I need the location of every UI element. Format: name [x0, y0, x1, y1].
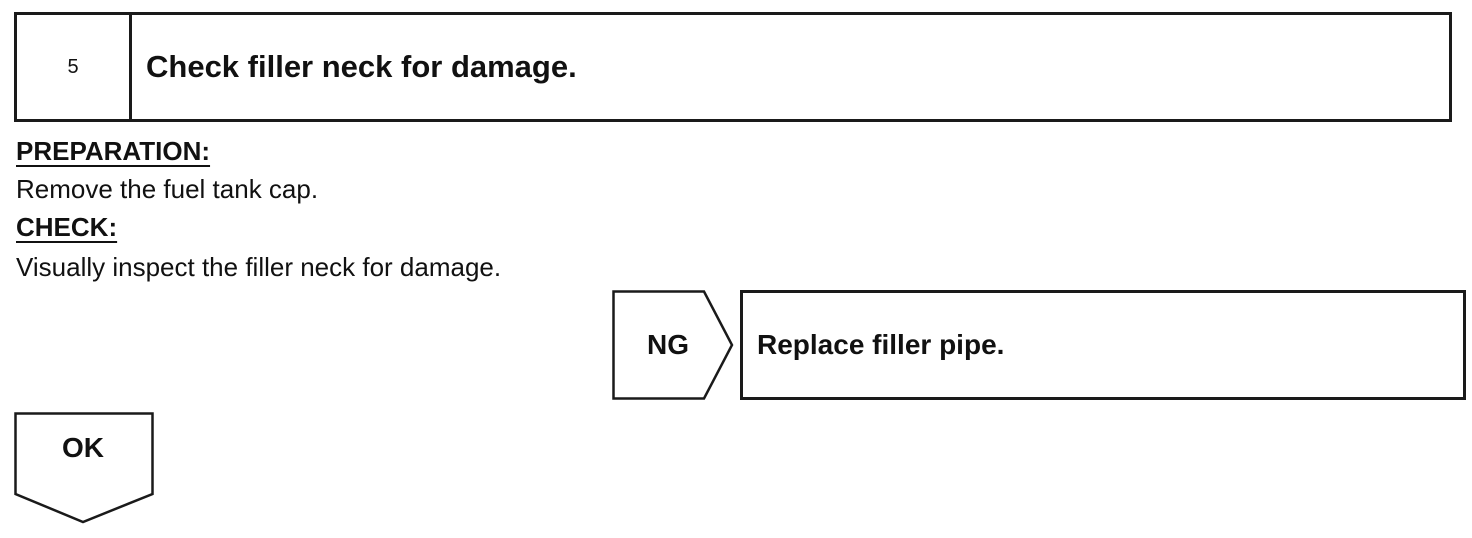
- ok-label: OK: [62, 432, 104, 463]
- step-header: 5 Check filler neck for damage.: [14, 12, 1452, 122]
- check-label: CHECK:: [16, 212, 118, 242]
- step-number: 5: [17, 15, 132, 119]
- ok-arrow-shape: [14, 412, 154, 524]
- ng-action-text: Replace filler pipe.: [757, 329, 1005, 360]
- preparation-label: PREPARATION:: [16, 136, 211, 166]
- ng-arrow-shape: [612, 290, 734, 400]
- preparation-text: Remove the fuel tank cap.: [16, 174, 319, 204]
- check-text: Visually inspect the filler neck for dam…: [16, 252, 502, 282]
- ng-action-box: Replace filler pipe.: [740, 290, 1466, 400]
- ng-label: NG: [647, 329, 689, 360]
- step-title: Check filler neck for damage.: [146, 49, 577, 84]
